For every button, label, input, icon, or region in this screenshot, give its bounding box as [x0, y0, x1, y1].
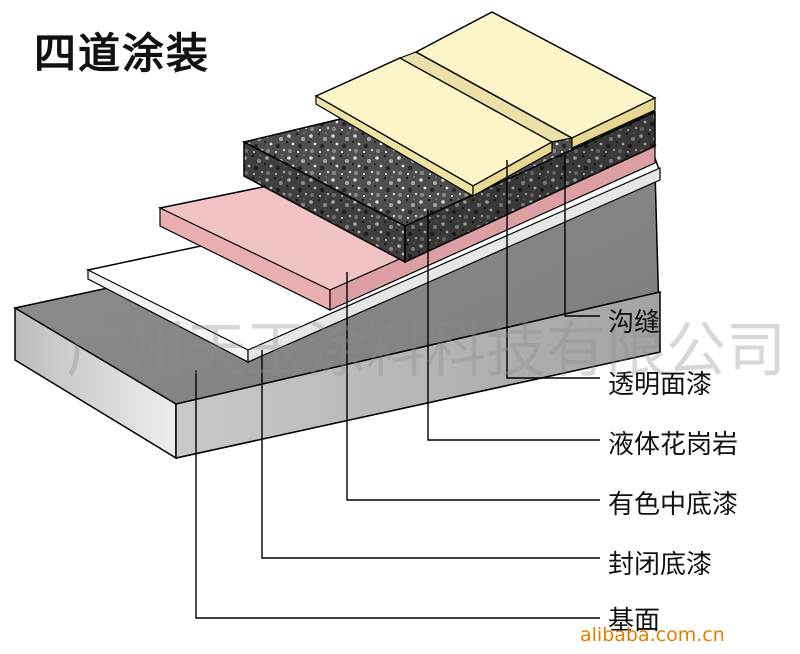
label-groove: 沟缝 [608, 308, 661, 338]
leader-line-groove [564, 155, 600, 317]
diagram-title: 四道涂装 [34, 29, 211, 78]
label-sealer-primer: 封闭底漆 [608, 550, 713, 580]
leader-lines [195, 155, 600, 619]
leader-line-midcoat [346, 272, 600, 501]
leader-line-base [195, 370, 600, 619]
leader-line-granite [427, 210, 600, 441]
source-watermark: alibaba.com.cn [580, 624, 725, 646]
granite-layer [241, 99, 656, 264]
topcoat-layer [314, 11, 657, 198]
company-watermark: 广州天玉涂料科技有限公司 [66, 316, 786, 386]
label-color-midcoat: 有色中底漆 [608, 490, 739, 520]
leader-line-sealer [261, 350, 600, 559]
label-base-surface: 基面 [608, 606, 661, 636]
label-clear-topcoat: 透明面漆 [608, 370, 713, 400]
leader-line-topcoat [506, 160, 600, 379]
label-liquid-granite: 液体花岗岩 [608, 430, 739, 460]
